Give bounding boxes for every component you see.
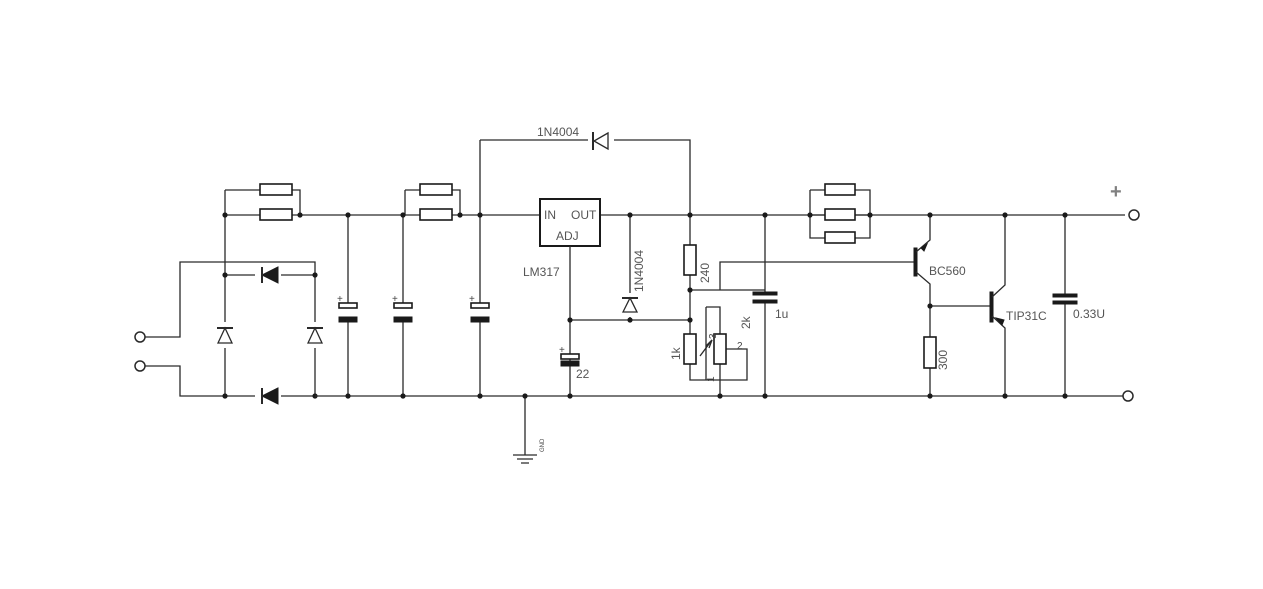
capacitor-1u-label: 1u [775, 307, 788, 321]
svg-text:+: + [337, 294, 343, 305]
regulator-adj-label: ADJ [556, 229, 579, 243]
capacitor-033-label: 0.33U [1073, 307, 1105, 321]
output-terminal-positive[interactable] [1128, 209, 1140, 221]
resistor-240-label: 240 [698, 263, 712, 283]
bypass-diode: 1N4004 [480, 125, 691, 215]
resistor-300: 300 [923, 336, 950, 370]
regulator-name-label: LM317 [523, 265, 560, 279]
output-terminal-ground[interactable] [1122, 390, 1134, 402]
lm317-regulator: IN OUT ADJ LM317 [523, 198, 690, 396]
ground-rail: GND [315, 395, 1125, 464]
regulator-out-label: OUT [571, 208, 597, 222]
bridge-rectifier [216, 215, 324, 405]
resistor-pair-1 [259, 183, 293, 221]
resistor-1k-label: 1k [669, 346, 683, 360]
tip31c-label: TIP31C [1006, 309, 1047, 323]
adj-capacitor-label: 22 [576, 367, 590, 381]
pot-pin-2: 2 [737, 341, 743, 352]
capacitor-033: 0.33U [1052, 215, 1105, 396]
pot-pin-3: 3 [708, 333, 719, 339]
protection-diode: 1N4004 [620, 215, 646, 320]
resistor-240: 240 [683, 215, 712, 320]
junction-dots [222, 212, 1068, 399]
svg-text:+: + [559, 345, 565, 356]
resistor-300-label: 300 [936, 350, 950, 370]
filter-cap-3: + [469, 140, 490, 396]
bc560-label: BC560 [929, 264, 966, 278]
pot-label: 2k [739, 315, 753, 329]
resistor-trio [824, 183, 856, 244]
resistor-pair-2 [419, 183, 453, 221]
tip31c-transistor: TIP31C [930, 215, 1047, 396]
resistor-1k: 1k [669, 320, 720, 381]
adj-capacitor: + 22 [559, 345, 590, 381]
regulator-in-label: IN [544, 208, 556, 222]
svg-text:+: + [469, 294, 475, 305]
input-terminal-2[interactable] [134, 360, 146, 372]
positive-rail [224, 189, 1125, 239]
bypass-diode-label: 1N4004 [537, 125, 579, 139]
protection-diode-label: 1N4004 [632, 250, 646, 292]
bridge-diode-bottom [255, 387, 281, 405]
bridge-diode-top [255, 266, 281, 284]
bridge-diode-left [216, 322, 234, 348]
ground-label: GND [540, 438, 546, 452]
input-terminals [134, 261, 316, 397]
capacitor-1u: 1u [752, 215, 788, 396]
bridge-diode-right [306, 322, 324, 348]
output-terminals: + [1110, 181, 1140, 402]
input-terminal-1[interactable] [134, 331, 146, 343]
filter-cap-1: + [337, 215, 358, 396]
filter-cap-2: + [392, 215, 413, 396]
svg-text:+: + [392, 294, 398, 305]
pot-pin-1: 1 [706, 376, 717, 382]
potentiometer-2k: 1 2 3 2k [690, 289, 765, 396]
output-plus-label: + [1110, 181, 1122, 203]
